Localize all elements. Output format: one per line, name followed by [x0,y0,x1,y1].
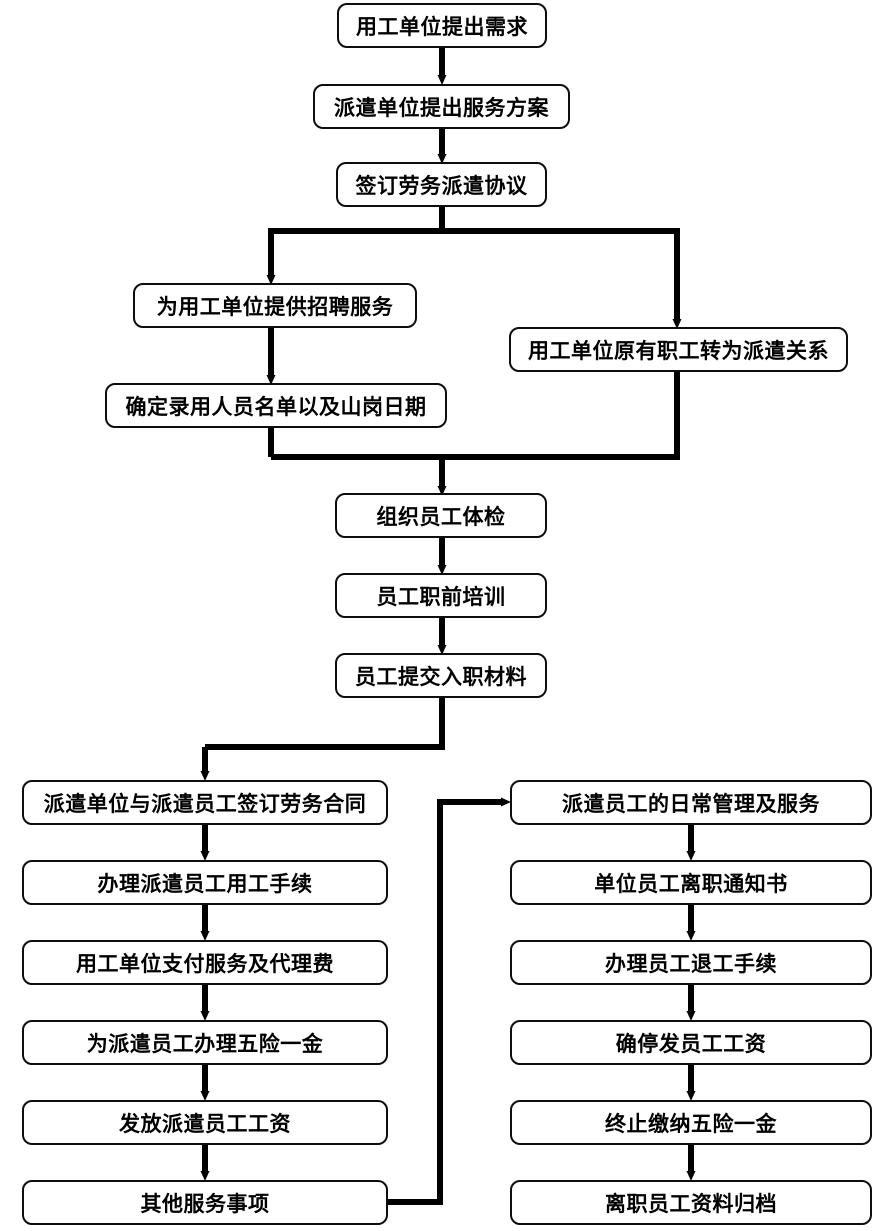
node-stop-social-insurance[interactable]: 终止缴纳五险一金 [510,1100,872,1145]
node-resignation-notice[interactable]: 单位员工离职通知书 [510,860,872,905]
edge-L6-R1 [388,799,494,1205]
node-confirm-hire-list[interactable]: 确定录用人员名单以及山岗日期 [105,383,447,428]
node-demand-request[interactable]: 用工单位提出需求 [337,3,547,48]
node-submit-onboarding-materials[interactable]: 员工提交入职材料 [335,653,547,698]
node-pay-service-agency-fee[interactable]: 用工单位支付服务及代理费 [22,940,388,985]
node-stop-salary[interactable]: 确停发员工工资 [510,1020,872,1065]
node-pre-job-training[interactable]: 员工职前培训 [335,573,547,618]
node-social-insurance-setup[interactable]: 为派遣员工办理五险一金 [22,1020,388,1065]
node-sign-dispatch-agreement[interactable]: 签订劳务派遣协议 [336,162,547,207]
node-service-proposal[interactable]: 派遣单位提出服务方案 [313,84,570,129]
node-daily-management[interactable]: 派遣员工的日常管理及服务 [510,780,872,825]
edge-n09-L1 [205,698,445,750]
node-recruitment-service[interactable]: 为用工单位提供招聘服务 [133,283,417,328]
node-employee-medical-exam[interactable]: 组织员工体检 [335,493,547,538]
node-pay-salary[interactable]: 发放派遣员工工资 [22,1100,388,1145]
node-employment-formalities[interactable]: 办理派遣员工用工手续 [22,860,388,905]
node-archive-records[interactable]: 离职员工资料归档 [510,1180,872,1225]
node-sign-labor-contract[interactable]: 派遣单位与派遣员工签订劳务合同 [22,780,388,825]
node-other-services[interactable]: 其他服务事项 [22,1180,388,1225]
node-convert-existing-staff[interactable]: 用工单位原有职工转为派遣关系 [509,327,848,372]
edge-n03-splitbar [268,206,680,234]
node-termination-formalities[interactable]: 办理员工退工手续 [510,940,872,985]
